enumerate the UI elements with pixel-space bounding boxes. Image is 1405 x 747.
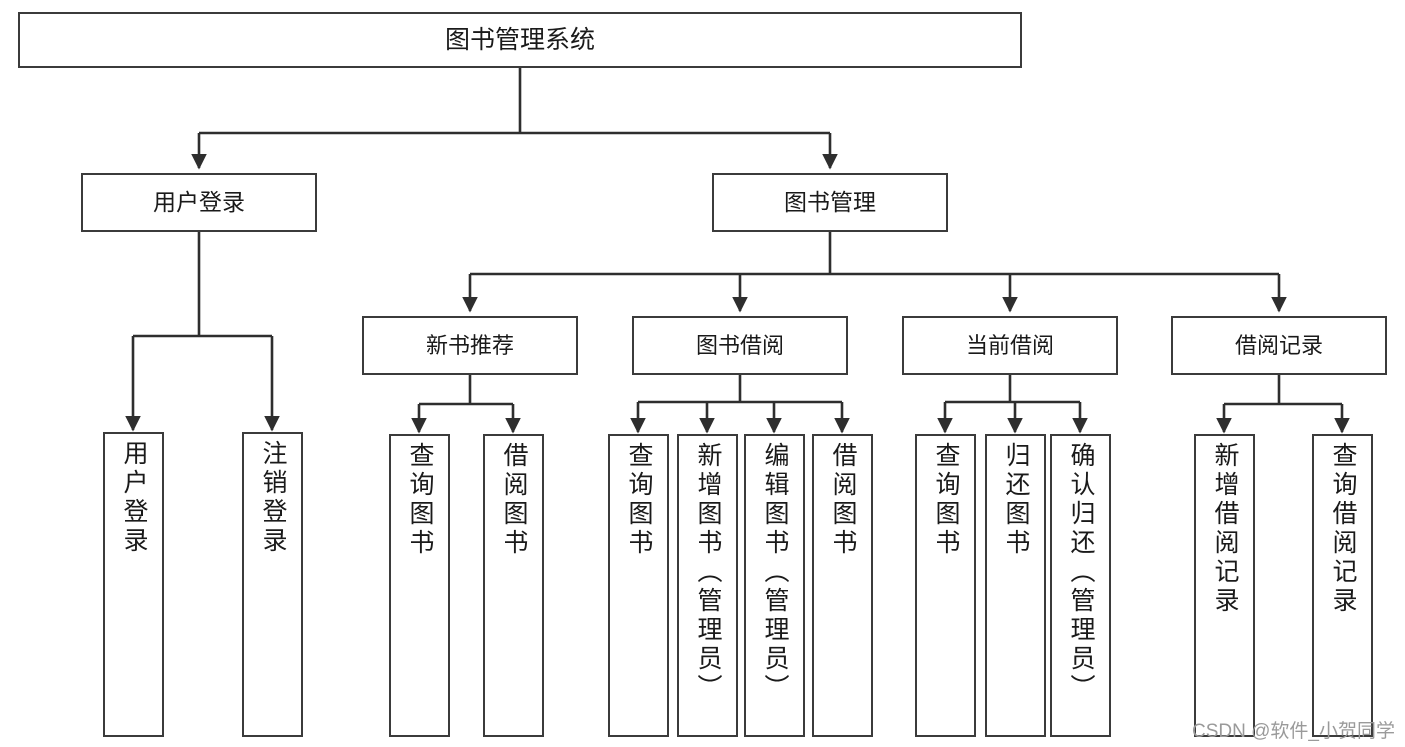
node-label: 新增借阅记录 (1211, 442, 1239, 616)
node-borrow-record[interactable]: 借阅记录 (1171, 316, 1387, 375)
node-label: 归还图书 (1002, 442, 1030, 558)
node-label: 新增图书（管理员） (694, 442, 722, 703)
leaf-query-book-2[interactable]: 查询图书 (608, 434, 669, 737)
node-current-borrow[interactable]: 当前借阅 (902, 316, 1118, 375)
node-label: 新书推荐 (425, 332, 514, 358)
node-user-login[interactable]: 用户登录 (81, 173, 317, 232)
node-book-borrow[interactable]: 图书借阅 (632, 316, 848, 375)
leaf-borrow-book-2[interactable]: 借阅图书 (812, 434, 873, 737)
node-label: 借阅图书 (500, 442, 528, 558)
leaf-add-borrow-record[interactable]: 新增借阅记录 (1194, 434, 1255, 737)
leaf-borrow-book-1[interactable]: 借阅图书 (483, 434, 544, 737)
leaf-query-book-1[interactable]: 查询图书 (389, 434, 450, 737)
node-label: 查询图书 (932, 442, 960, 558)
leaf-logout-login[interactable]: 注销登录 (242, 432, 303, 737)
node-label: 图书管理系统 (444, 25, 595, 54)
node-label: 查询图书 (406, 442, 434, 558)
node-label: 用户登录 (153, 189, 245, 216)
leaf-edit-book-admin[interactable]: 编辑图书（管理员） (744, 434, 805, 737)
node-label: 借阅图书 (829, 442, 857, 558)
node-label: 当前借阅 (965, 332, 1054, 358)
leaf-add-book-admin[interactable]: 新增图书（管理员） (677, 434, 738, 737)
leaf-query-borrow-record[interactable]: 查询借阅记录 (1312, 434, 1373, 737)
leaf-return-book[interactable]: 归还图书 (985, 434, 1046, 737)
node-label: 查询借阅记录 (1329, 442, 1357, 616)
node-new-book-recommend[interactable]: 新书推荐 (362, 316, 578, 375)
node-book-management[interactable]: 图书管理 (712, 173, 948, 232)
leaf-user-login[interactable]: 用户登录 (103, 432, 164, 737)
node-label: 借阅记录 (1234, 332, 1323, 358)
leaf-confirm-return-admin[interactable]: 确认归还（管理员） (1050, 434, 1111, 737)
node-label: 确认归还（管理员） (1067, 442, 1095, 703)
node-label: 编辑图书（管理员） (761, 442, 789, 703)
node-root-system[interactable]: 图书管理系统 (18, 12, 1022, 68)
node-label: 图书管理 (784, 189, 876, 216)
node-label: 用户登录 (120, 440, 148, 556)
leaf-query-book-3[interactable]: 查询图书 (915, 434, 976, 737)
node-label: 图书借阅 (695, 332, 784, 358)
node-label: 查询图书 (625, 442, 653, 558)
node-label: 注销登录 (259, 440, 287, 556)
watermark: CSDN @软件_小贺同学 (1192, 721, 1395, 742)
